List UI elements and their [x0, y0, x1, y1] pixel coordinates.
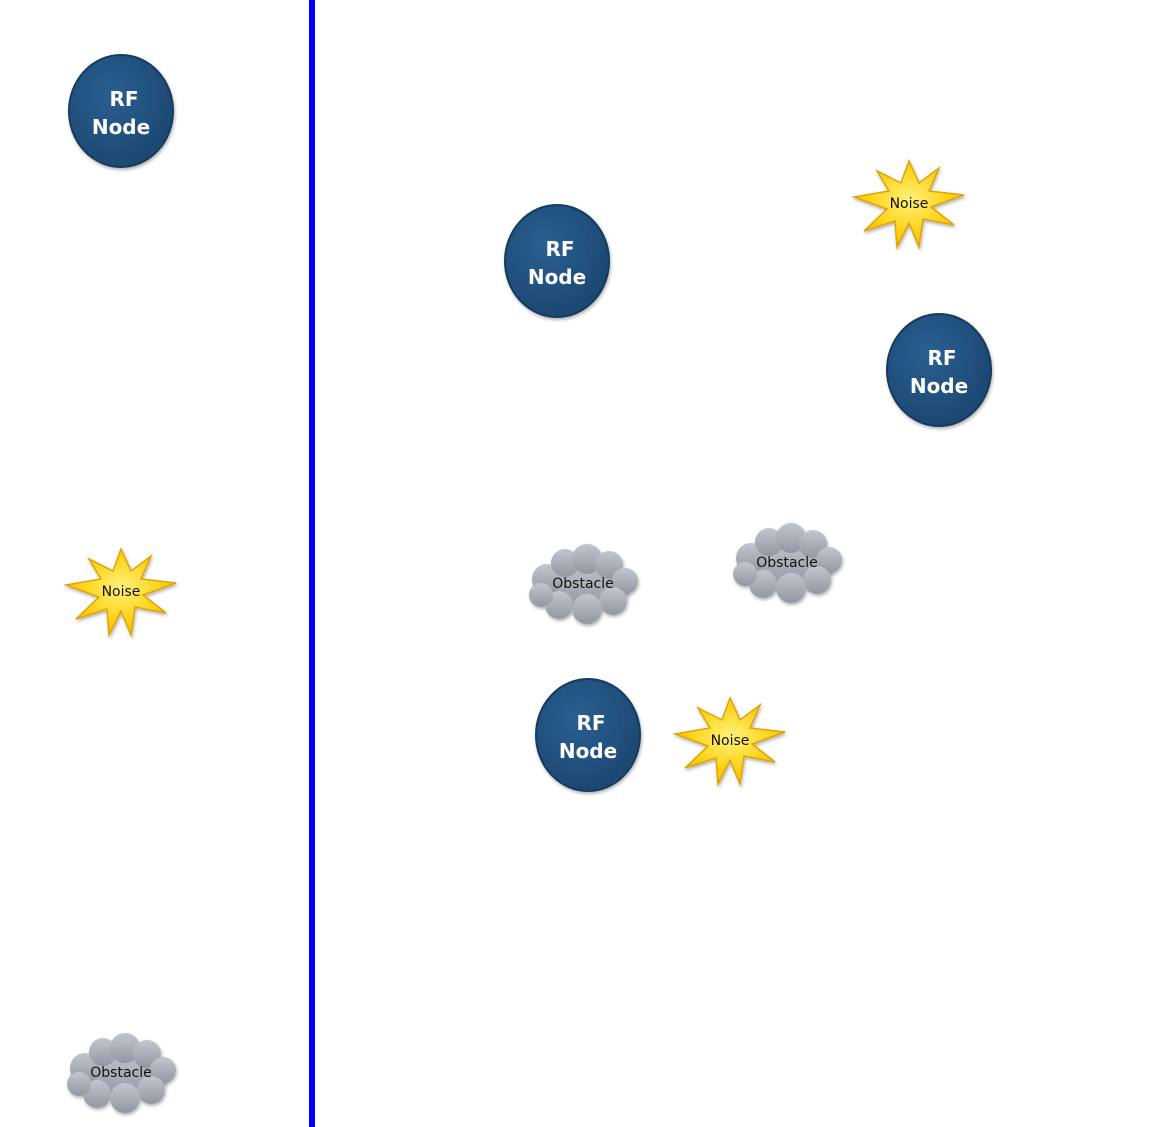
scene-rf-node: RF Node	[535, 678, 641, 792]
rf-node-label-line2: Node	[92, 115, 150, 139]
rf-node-label-line2: Node	[559, 739, 617, 763]
scene-rf-node: RF Node	[886, 313, 992, 427]
scene-noise: Noise	[851, 159, 965, 250]
obstacle-cloud-shape	[529, 544, 638, 624]
rf-node-label-line1: RF	[576, 711, 605, 735]
noise-burst-shape	[63, 547, 177, 638]
noise-label: Noise	[890, 196, 929, 212]
legend-rf-node: RF Node	[68, 54, 174, 168]
scene-noise: Noise	[672, 696, 786, 787]
obstacle-cloud-shape	[67, 1033, 176, 1113]
rf-node-label-line1: RF	[109, 87, 138, 111]
obstacle-label: Obstacle	[756, 555, 817, 571]
noise-label: Noise	[711, 733, 750, 749]
noise-label: Noise	[102, 584, 141, 600]
noise-burst-shape	[851, 159, 965, 250]
rf-node-label-line1: RF	[927, 346, 956, 370]
rf-node-label-line1: RF	[545, 237, 574, 261]
rf-node-circle	[504, 204, 610, 318]
rf-node-circle	[535, 678, 641, 792]
rf-node-circle	[886, 313, 992, 427]
legend-noise: Noise	[63, 547, 177, 638]
obstacle-label: Obstacle	[552, 576, 613, 592]
scene-obstacle: Obstacle	[733, 523, 842, 603]
scene-rf-node: RF Node	[504, 204, 610, 318]
noise-burst-shape	[672, 696, 786, 787]
rf-node-circle	[68, 54, 174, 168]
legend-obstacle: Obstacle	[67, 1033, 176, 1113]
obstacle-cloud-shape	[733, 523, 842, 603]
obstacle-label: Obstacle	[90, 1065, 151, 1081]
rf-node-label-line2: Node	[910, 374, 968, 398]
scene-obstacle: Obstacle	[529, 544, 638, 624]
rf-node-label-line2: Node	[528, 265, 586, 289]
